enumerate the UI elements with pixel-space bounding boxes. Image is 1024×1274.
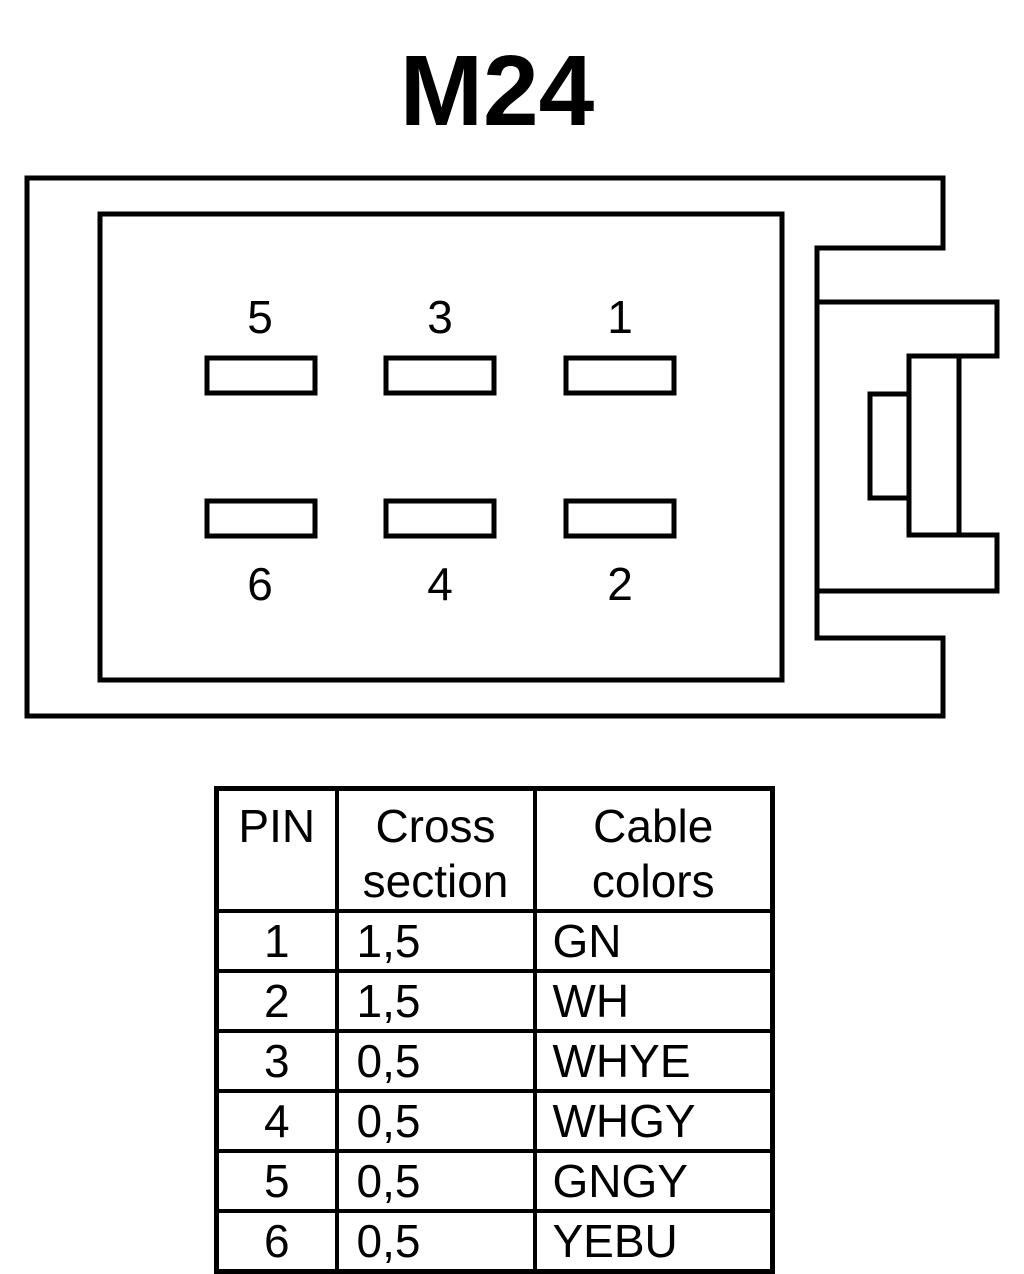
latch-inner-bar (906, 353, 962, 538)
table-row: 4 0,5 WHGY (214, 1089, 775, 1153)
pin-label-2: 2 (607, 558, 633, 610)
connector-title: M24 (400, 35, 595, 147)
pin-cell: 4 (214, 1089, 339, 1153)
cross-section-cell: 0,5 (334, 1209, 537, 1274)
header-cable-colors: Cable colors (532, 786, 775, 913)
cable-color-cell: GNGY (532, 1149, 775, 1213)
pin-cell: 6 (214, 1209, 339, 1274)
table-row: 3 0,5 WHYE (214, 1029, 775, 1093)
connector-housing-outline (24, 175, 946, 719)
pin-label-4: 4 (427, 558, 453, 610)
latch-tab (867, 391, 912, 501)
pin-label-3: 3 (427, 291, 453, 343)
header-pin: PIN (214, 786, 339, 913)
cross-section-cell: 1,5 (334, 909, 537, 973)
pin-cell: 2 (214, 969, 339, 1033)
pin-assignment-table: PIN Cross section Cable colors 1 1,5 GN … (214, 786, 775, 1274)
cross-section-cell: 1,5 (334, 969, 537, 1033)
pin-cell: 3 (214, 1029, 339, 1093)
table-row: 5 0,5 GNGY (214, 1149, 775, 1213)
connector-face (97, 211, 785, 683)
header-cross-section: Cross section (334, 786, 537, 913)
pin-contact-1 (563, 355, 677, 396)
table-row: 1 1,5 GN (214, 909, 775, 973)
pin-contact-4 (383, 498, 497, 539)
table-row: 6 0,5 YEBU (214, 1209, 775, 1274)
pin-contact-5 (204, 355, 318, 396)
pin-contact-3 (383, 355, 497, 396)
pin-contact-6 (204, 498, 318, 539)
cross-section-cell: 0,5 (334, 1029, 537, 1093)
cable-color-cell: GN (532, 909, 775, 973)
cable-color-cell: WHYE (532, 1029, 775, 1093)
pin-label-1: 1 (607, 291, 633, 343)
cable-color-cell: WH (532, 969, 775, 1033)
cross-section-cell: 0,5 (334, 1089, 537, 1153)
pin-label-5: 5 (247, 291, 273, 343)
cable-color-cell: YEBU (532, 1209, 775, 1274)
pin-label-6: 6 (247, 558, 273, 610)
cross-section-cell: 0,5 (334, 1149, 537, 1213)
table-row: 2 1,5 WH (214, 969, 775, 1033)
pin-cell: 1 (214, 909, 339, 973)
table-header-row: PIN Cross section Cable colors (214, 786, 775, 913)
cable-color-cell: WHGY (532, 1089, 775, 1153)
pin-contact-2 (563, 498, 677, 539)
pin-cell: 5 (214, 1149, 339, 1213)
